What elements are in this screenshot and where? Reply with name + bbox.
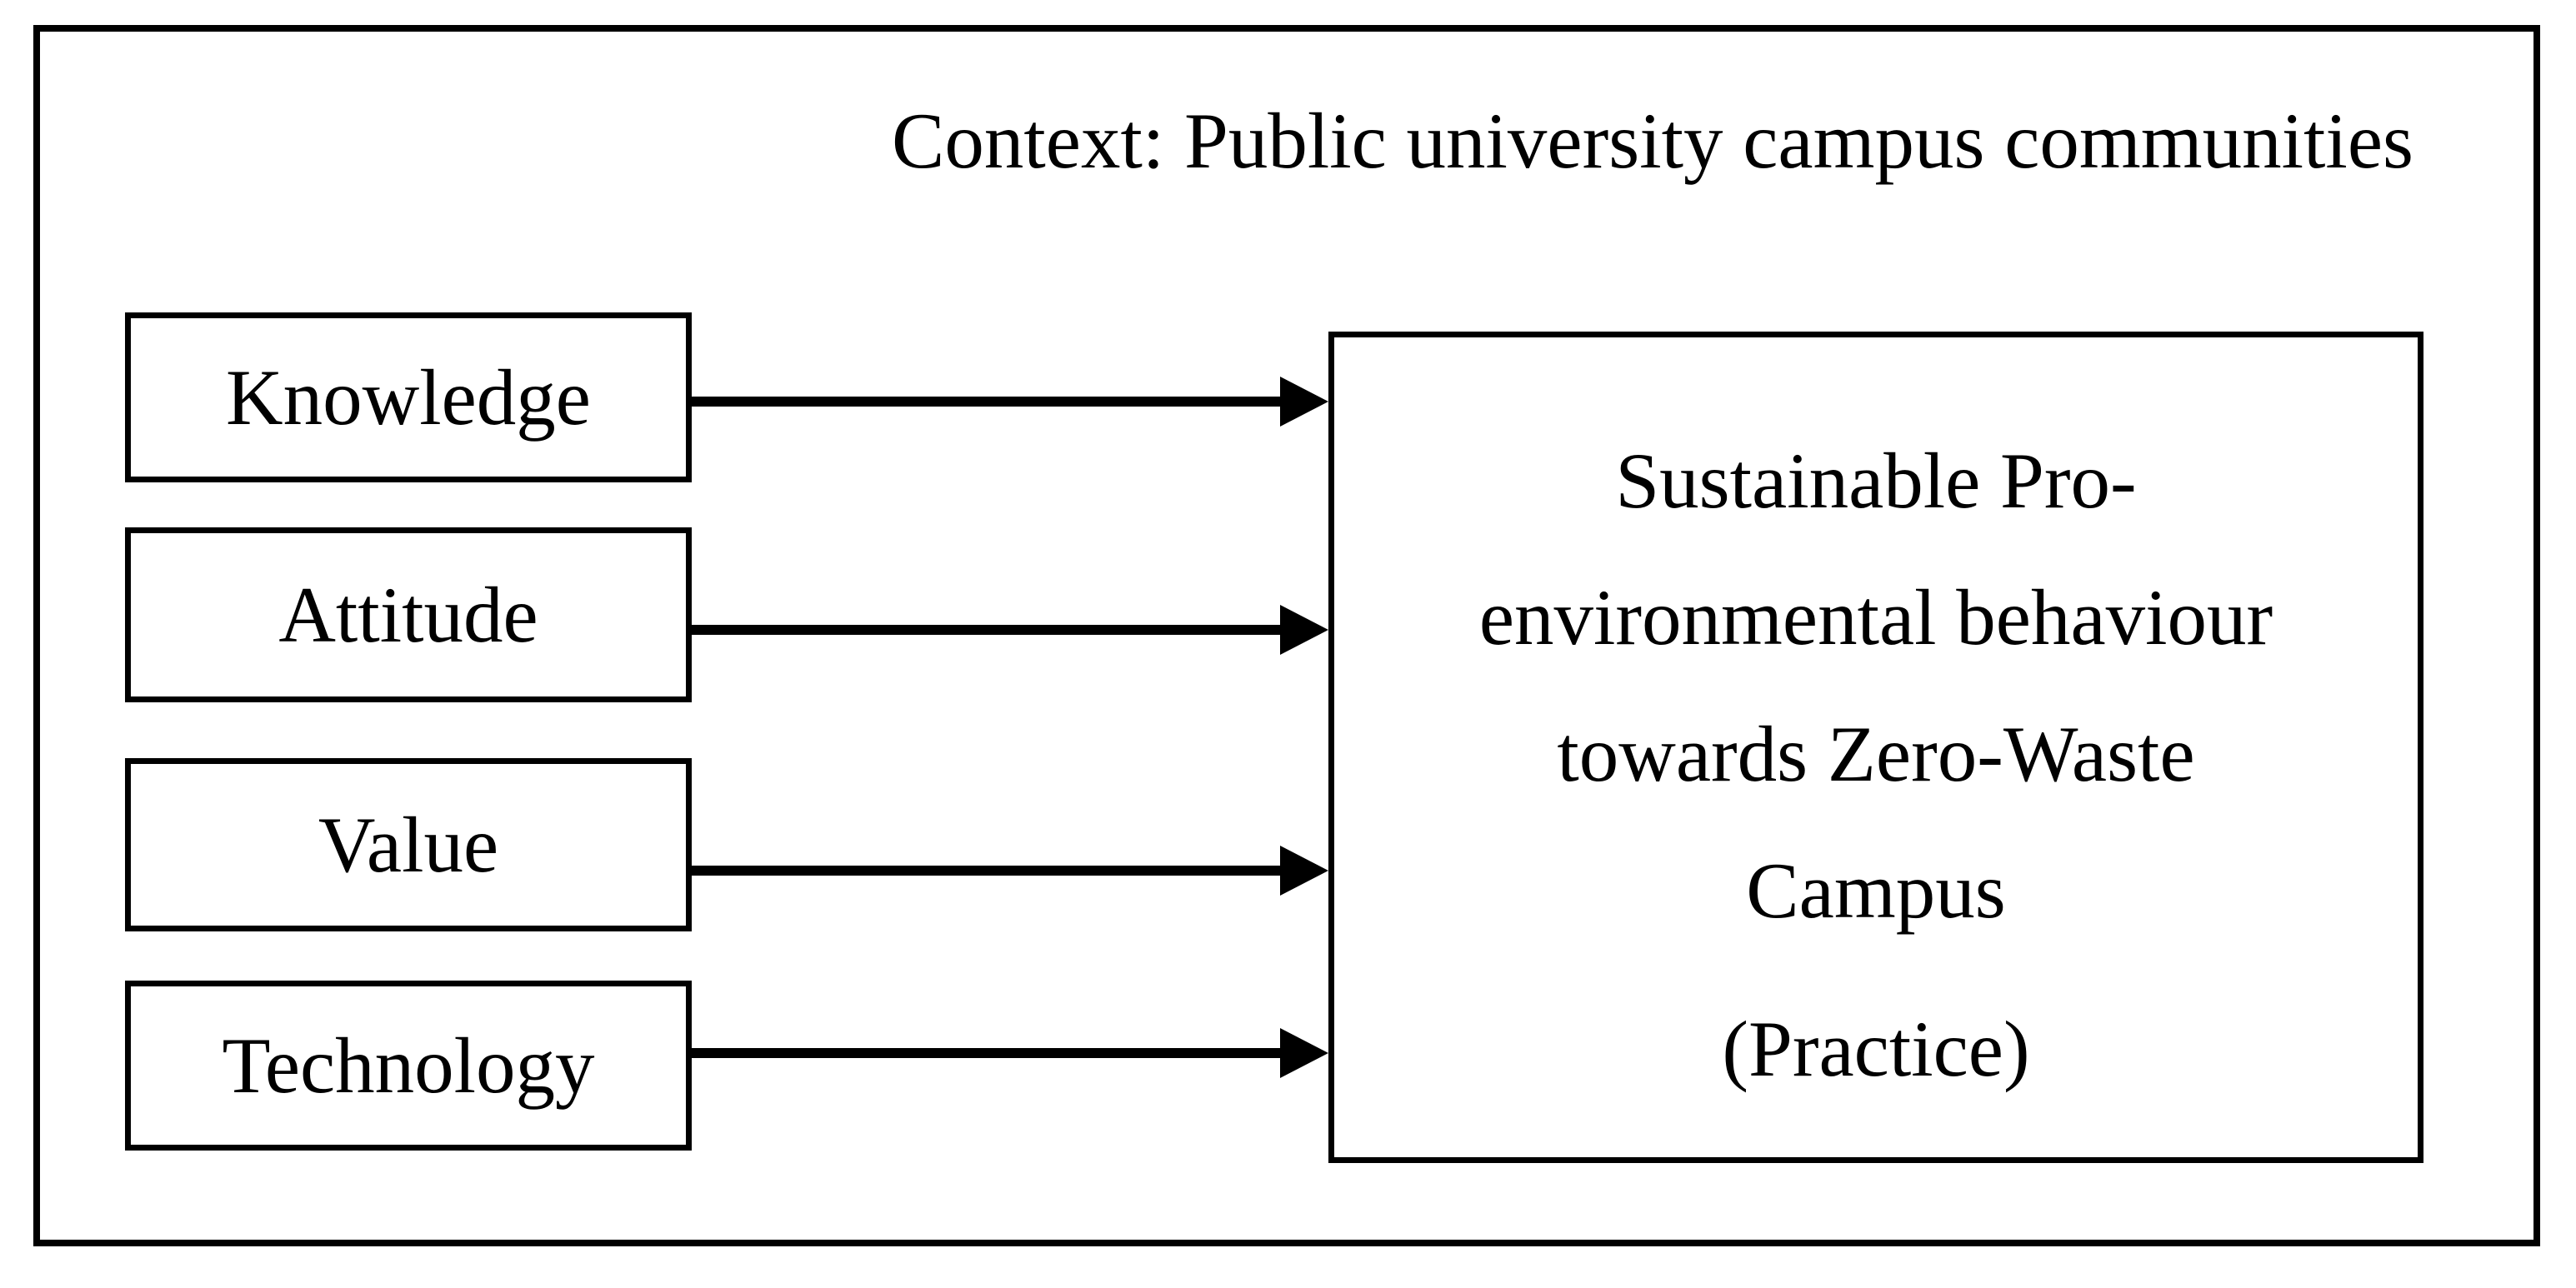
factor-label-technology: Technology — [222, 1021, 595, 1110]
arrow-shaft — [692, 1048, 1285, 1058]
factor-box-technology: Technology — [125, 981, 692, 1151]
outcome-line: Sustainable Pro- — [1615, 437, 2137, 525]
arrowhead-icon — [1280, 846, 1328, 896]
arrow-knowledge-to-outcome — [692, 377, 1328, 427]
factor-label-attitude: Attitude — [278, 571, 538, 659]
factor-box-attitude: Attitude — [125, 527, 692, 702]
arrow-attitude-to-outcome — [692, 605, 1328, 655]
factor-label-value: Value — [318, 801, 499, 889]
arrow-shaft — [692, 625, 1285, 635]
arrow-shaft — [692, 397, 1285, 407]
arrow-value-to-outcome — [692, 846, 1328, 896]
factor-label-knowledge: Knowledge — [226, 353, 591, 442]
arrow-shaft — [692, 866, 1285, 876]
arrowhead-icon — [1280, 1028, 1328, 1078]
arrowhead-icon — [1280, 605, 1328, 655]
factor-box-knowledge: Knowledge — [125, 312, 692, 482]
outcome-line: Campus — [1746, 846, 2006, 935]
context-title: Context: Public university campus commun… — [892, 97, 2413, 185]
factor-box-value: Value — [125, 758, 692, 931]
practice-label: (Practice) — [1722, 1005, 2030, 1093]
outcome-line: environmental behaviour — [1478, 573, 2273, 661]
arrow-technology-to-outcome — [692, 1028, 1328, 1078]
outcome-box-sustainable-behaviour: Sustainable Pro- environmental behaviour… — [1328, 332, 2423, 1163]
outcome-line: towards Zero-Waste — [1557, 710, 2195, 798]
arrowhead-icon — [1280, 377, 1328, 427]
